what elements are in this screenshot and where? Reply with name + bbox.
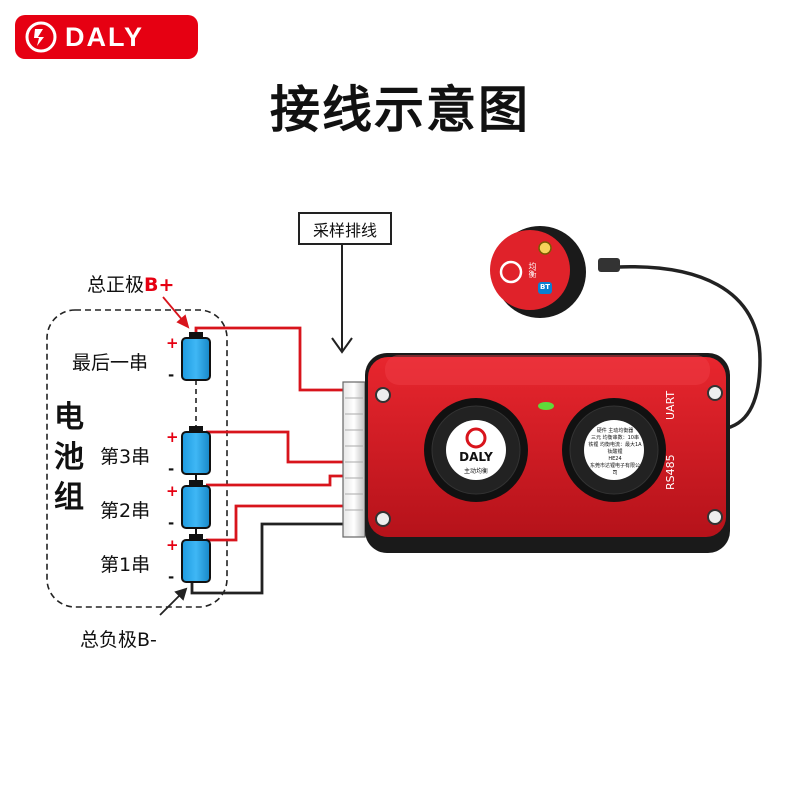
battery-cells bbox=[181, 332, 211, 583]
cell-label-1: 第1串 bbox=[100, 554, 151, 576]
cell-plus-1: + bbox=[166, 536, 179, 554]
fan-right-header: 硬件 主动均衡器 bbox=[596, 428, 634, 434]
module-cable bbox=[599, 265, 762, 432]
bt-module bbox=[490, 226, 586, 318]
cell-minus-2: - bbox=[168, 514, 175, 532]
cell-minus-3: - bbox=[168, 460, 175, 478]
cell-plus-last: + bbox=[166, 334, 179, 352]
fan-left-caption: 主动均衡 bbox=[463, 468, 488, 475]
sampling-cable-callout: 采样排线 bbox=[298, 212, 392, 245]
total-positive-text: 总正极 bbox=[87, 274, 145, 296]
fan-left-brand: DALY bbox=[459, 450, 493, 464]
page-title: 接线示意图 bbox=[270, 81, 530, 139]
port-label-rs485: RS485 bbox=[664, 454, 677, 490]
battery-pack-label: 电池组 bbox=[54, 400, 84, 515]
cell-plus-3: + bbox=[166, 428, 179, 446]
fan-right-line1-right: 均衡串数：10串 bbox=[602, 435, 639, 441]
cell-minus-1: - bbox=[168, 568, 175, 586]
cell-label-3: 第3串 bbox=[100, 446, 151, 468]
total-negative-label: 总负极B- bbox=[80, 629, 157, 651]
port-label-uart: UART bbox=[664, 390, 677, 420]
fan-right-line2-left: 铁锂 bbox=[588, 442, 599, 448]
b-plus: B+ bbox=[144, 274, 175, 296]
sense-wires bbox=[194, 326, 350, 542]
cell-label-2: 第2串 bbox=[100, 500, 151, 522]
fan-right-line2-right: 均衡电流：最大1A bbox=[600, 442, 642, 448]
fan-right-line1-left: 三元 bbox=[591, 435, 602, 441]
battery-pack-outline bbox=[46, 309, 228, 608]
fan-right-line2: 铁锂 均衡电流：最大1A bbox=[588, 442, 642, 449]
negative-wire bbox=[190, 522, 350, 595]
sampling-connector bbox=[342, 381, 366, 538]
fan-right-label: 硬件 主动均衡器 三元 均衡串数：10串 铁锂 均衡电流：最大1A 钛酸锂 HE… bbox=[588, 428, 642, 477]
cell-plus-2: + bbox=[166, 482, 179, 500]
daly-logo: DALY bbox=[15, 15, 198, 59]
fan-right-line1: 三元 均衡串数：10串 bbox=[588, 435, 642, 442]
daly-logo-icon bbox=[25, 21, 57, 53]
fan-right-line3: 钛酸锂 bbox=[607, 449, 623, 455]
brand-name: DALY bbox=[65, 21, 145, 52]
balancer-device bbox=[365, 353, 730, 553]
module-text: 均衡 bbox=[528, 262, 537, 278]
cell-label-last: 最后一串 bbox=[72, 352, 149, 374]
module-badge: BT bbox=[539, 283, 551, 291]
total-positive-label: 总正极B+ bbox=[87, 270, 174, 297]
fan-right-model: HE24 bbox=[608, 456, 622, 462]
fan-right-maker: 东莞市达锂电子有限公司 bbox=[589, 463, 640, 476]
cell-minus-last: - bbox=[168, 366, 175, 384]
